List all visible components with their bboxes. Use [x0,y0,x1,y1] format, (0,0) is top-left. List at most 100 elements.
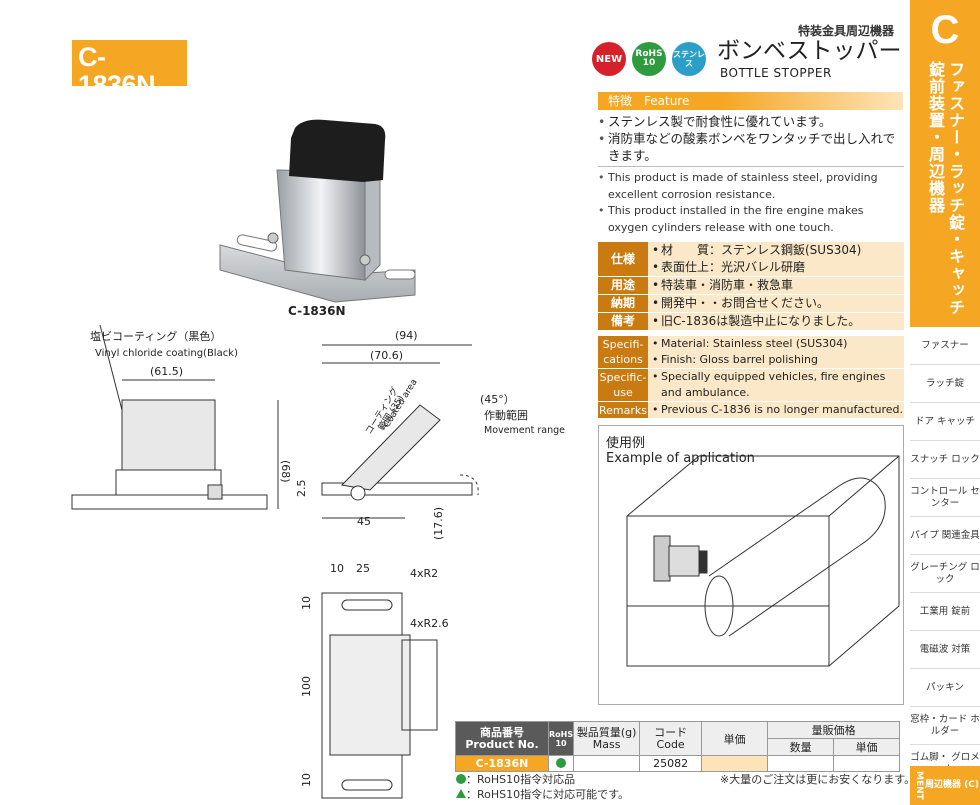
spec-values: 旧C-1836は製造中止になりました。 [648,313,904,330]
spec-table-en: Specifi-cationsMaterial: Stainless steel… [598,336,904,419]
stainless-badge: ステンレス [672,42,706,76]
dim-10a: 10 [330,562,344,575]
product-photo [219,119,416,303]
sidebar-item[interactable]: 窓枠・カード ホルダー [910,707,980,745]
movement-label-en: Movement range [484,425,565,436]
product-code: C-1836N [78,42,156,100]
dim-2-5: 2.5 [295,480,308,498]
dim-94: (94) [395,329,418,342]
sidebar-item[interactable]: パイプ 関連金具 [910,517,980,555]
row-code: 25082 [639,755,703,772]
spec-value: Finish: Gloss barrel polishing [652,352,904,368]
row-price [701,755,769,772]
spec-label: Remarks [598,402,648,418]
section-letter: C [910,0,980,55]
dim-25: 25 [356,562,370,575]
sidebar-item[interactable]: 電磁波 対策 [910,631,980,669]
feature-item: ステンレス製で耐食性に優れています。 [598,113,904,130]
spec-value: 材 質：ステンレス鋼鈑(SUS304) [652,242,904,259]
sidebar-item[interactable]: グレーチング ロック [910,555,980,593]
side-view [321,404,479,501]
photo-caption: C-1836N [288,304,346,318]
spec-row: 仕様材 質：ステンレス鋼鈑(SUS304)表面仕上：光沢バレル研磨 [598,242,904,276]
dim-10c: 10 [300,773,313,787]
dim-17-6: (17.6) [432,507,445,540]
row-bulk-price [833,755,901,772]
row-product: C-1836N [455,755,549,772]
spec-values: Previous C-1836 is no longer manufacture… [648,402,904,418]
feature-item: This product is made of stainless steel,… [598,170,904,203]
spec-value: 開発中・・お問合せください。 [652,295,904,312]
dim-68: (68) [279,460,292,483]
sidebar-item[interactable]: コントロール センター [910,479,980,517]
feature-list-en: This product is made of stainless steel,… [598,170,904,236]
new-badge: NEW [592,42,626,76]
product-title-en: BOTTLE STOPPER [720,66,832,80]
spec-values: 開発中・・お問合せください。 [648,295,904,312]
spec-row: 用途特装車・消防車・救急車 [598,277,904,294]
angle-label: (45°） [480,393,515,406]
dim-45: 45 [357,515,371,528]
dim-4xR2: 4xR2 [410,567,438,580]
sidebar-item[interactable]: 工業用 錠前 [910,593,980,631]
spec-table-jp: 仕様材 質：ステンレス鋼鈑(SUS304)表面仕上：光沢バレル研磨用途特装車・消… [598,242,904,331]
top-view [321,592,438,799]
feature-item: 消防車などの酸素ボンベをワンタッチで出し入れできます。 [598,130,904,164]
spec-label: Specifi-cations [598,336,648,368]
spec-label: 仕様 [598,242,648,276]
spec-row: 納期開発中・・お問合せください。 [598,295,904,312]
application-figure [598,425,904,705]
sidebar-item[interactable]: ドア キャッチ [910,403,980,441]
sidebar-item[interactable]: パッキン [910,669,980,707]
category-label: 特装金具周辺機器 [797,24,894,38]
spec-label: 用途 [598,277,648,294]
col-bulk-price: 単価 [833,738,901,756]
product-title-jp: ボンベストッパー [717,38,902,64]
col-qty: 数量 [767,738,835,756]
spec-values: Material: Stainless steel (SUS304)Finish… [648,336,904,368]
spec-row: 備考旧C-1836は製造中止になりました。 [598,313,904,330]
dim-10b: 10 [300,596,313,610]
spec-value: Material: Stainless steel (SUS304) [652,336,904,352]
note-rohs-possible: ：RoHS10指令に対応可能です。 [456,786,629,802]
spec-values: 特装車・消防車・救急車 [648,277,904,294]
spec-label: 納期 [598,295,648,312]
col-rohs: RoHS 10 [547,721,575,756]
spec-value: 特装車・消防車・救急車 [652,277,904,294]
dim-70-6: (70.6) [370,349,403,362]
sidebar-item[interactable]: スナッチ ロック [910,441,980,479]
spec-label: 備考 [598,313,648,330]
dim-4xR2-6: 4xR2.6 [410,617,449,630]
spec-label: Specific-use [598,369,648,401]
col-mass: 製品質量(g)Mass [573,721,641,756]
material-tag: ステンレス製 [78,99,138,110]
feature-list-jp: ステンレス製で耐食性に優れています。 消防車などの酸素ボンベをワンタッチで出し入… [598,113,904,164]
sidebar-item[interactable]: ラッチ錠 [910,365,980,403]
feature-item: This product installed in the fire engin… [598,203,904,236]
movement-label-jp: 作動範囲 [484,408,528,422]
col-unit-price: 単価 [701,721,769,756]
dim-61-5: (61.5) [150,365,183,378]
note-bulk: ※大量のご注文は更にお安くなります。 [720,773,916,786]
divider [598,166,904,167]
front-view [71,325,268,510]
rohs-dot [547,755,575,772]
spec-value: 表面仕上：光沢バレル研磨 [652,259,904,276]
spec-values: Specially equipped vehicles, fire engine… [648,369,904,401]
coating-label-en: Vinyl chloride coating(Black) [95,348,238,359]
spec-row: Specific-useSpecially equipped vehicles,… [598,369,904,401]
sidebar-item[interactable]: ファスナー [910,327,980,365]
sidebar-main-category[interactable]: ファスナー・ラッチ錠・キャッチ 錠前装置・周辺機器 [910,55,980,327]
spec-row: Specifi-cationsMaterial: Stainless steel… [598,336,904,368]
dim-100: 100 [300,676,313,697]
sidebar-nav: ファスナーラッチ錠ドア キャッチスナッチ ロックコントロール センターパイプ 関… [910,327,980,783]
spec-value: Specially equipped vehicles, fire engine… [652,369,904,401]
row-qty [767,755,835,772]
sidebar-item-peripheral[interactable]: MENT 周辺機器 (C) [910,766,980,805]
application-label: 使用例 Example of application [606,436,755,466]
